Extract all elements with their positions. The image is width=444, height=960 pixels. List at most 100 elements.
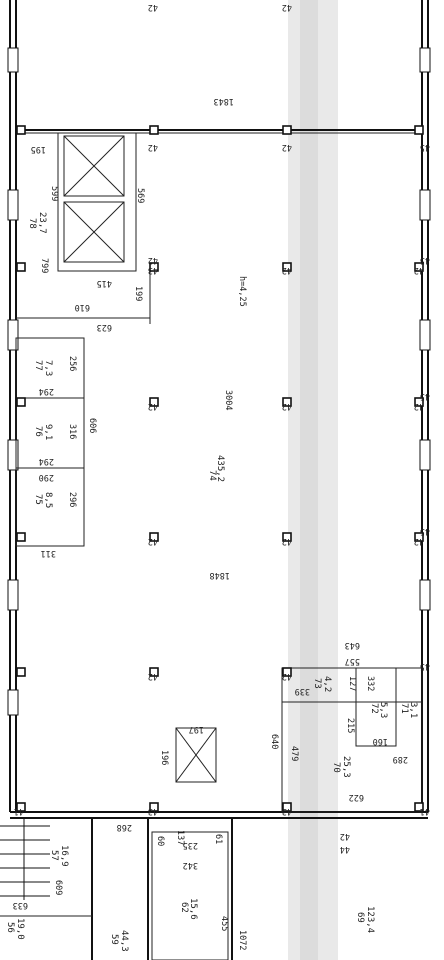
dim: 1072 bbox=[237, 930, 247, 950]
room-75-area: 8,5 bbox=[43, 492, 53, 508]
dim: 160 bbox=[373, 736, 388, 746]
column-label: 42 bbox=[148, 536, 158, 546]
dim: 215 bbox=[345, 718, 355, 733]
column-label: 45 bbox=[420, 661, 430, 671]
column-label: 42 bbox=[414, 265, 424, 275]
dim: 235 bbox=[183, 840, 198, 850]
dim: 332 bbox=[365, 676, 375, 691]
dim: 643 bbox=[345, 640, 360, 650]
room-74-number: 74 bbox=[207, 470, 217, 481]
room-77-number: 77 bbox=[33, 360, 43, 371]
room-57-number: 57 bbox=[49, 850, 59, 861]
dim: 623 bbox=[97, 322, 112, 332]
dim: 455 bbox=[219, 916, 229, 931]
dim: 199 bbox=[133, 286, 143, 301]
column-label: 42 bbox=[148, 142, 158, 152]
column-label: 42 bbox=[282, 401, 292, 411]
column-label: 42 bbox=[282, 2, 292, 12]
room-57-area: 16,9 bbox=[59, 845, 69, 867]
dim: 61 bbox=[213, 834, 223, 844]
column-label: 42 bbox=[414, 401, 424, 411]
room-56-number: 56 bbox=[5, 922, 15, 933]
dim: 339 bbox=[295, 686, 310, 696]
dim: 289 bbox=[393, 754, 408, 764]
window-marks bbox=[7, 47, 431, 716]
room-73-area: 4,2 bbox=[322, 676, 332, 692]
room-69-number: 69 bbox=[355, 912, 365, 923]
column-label: 45 bbox=[420, 255, 430, 265]
column-label: 42 bbox=[148, 401, 158, 411]
column-label: 43 bbox=[148, 265, 158, 275]
room-77-area: 7,3 bbox=[43, 360, 53, 376]
dim: 1848 bbox=[210, 570, 230, 580]
column-label: 41 bbox=[420, 806, 430, 816]
dimension-labels: 1843 195 599 569 799 415 199 610 623 256… bbox=[13, 96, 408, 950]
column-label: 42 bbox=[148, 2, 158, 12]
dim: 290 bbox=[39, 472, 54, 482]
dim: 316 bbox=[67, 424, 77, 439]
dim: 569 bbox=[135, 188, 145, 203]
column-label: 42 bbox=[340, 831, 350, 841]
room-70-number: 70 bbox=[331, 762, 341, 773]
dim: 609 bbox=[53, 880, 63, 895]
dim: 196 bbox=[159, 750, 169, 765]
column-label: 43 bbox=[148, 806, 158, 816]
dim: 633 bbox=[13, 900, 28, 910]
dim: 294 bbox=[39, 456, 54, 466]
room-74-area: 435,2 bbox=[215, 455, 225, 482]
dim: 195 bbox=[31, 144, 46, 154]
room-69-area: 123,4 bbox=[365, 906, 375, 933]
column-label: 44 bbox=[340, 844, 350, 854]
room-71-area: 3,1 bbox=[408, 702, 418, 718]
room-labels: 74 435,2 78 23,7 77 7,3 76 9,1 75 8,5 73… bbox=[5, 212, 418, 952]
column-label: 42 bbox=[148, 255, 158, 265]
column-label: 41 bbox=[14, 806, 24, 816]
dim: 127 bbox=[347, 676, 357, 691]
room-62-number: 62 bbox=[179, 902, 189, 913]
dim: 622 bbox=[349, 792, 364, 802]
column-label: 42 bbox=[282, 265, 292, 275]
room-70-area: 25,3 bbox=[341, 756, 351, 778]
room-59-area: 44,3 bbox=[119, 930, 129, 952]
dim: 415 bbox=[97, 278, 112, 288]
dim: 256 bbox=[67, 356, 77, 371]
dim: 268 bbox=[117, 822, 132, 832]
column-label: 42 bbox=[414, 536, 424, 546]
column-label: 45 bbox=[420, 526, 430, 536]
column-label: 45 bbox=[420, 142, 430, 152]
room-72-number: 72 bbox=[369, 703, 379, 714]
room-56-area: 19,0 bbox=[15, 918, 25, 940]
room-75-number: 75 bbox=[33, 494, 43, 505]
room-72-area: 5,3 bbox=[378, 702, 388, 718]
dim: 557 bbox=[345, 656, 360, 666]
dim: 296 bbox=[67, 492, 77, 507]
room-59-number: 59 bbox=[109, 934, 119, 945]
stairs bbox=[0, 818, 50, 900]
dim: 599 bbox=[49, 186, 59, 201]
dim: 3004 bbox=[223, 390, 233, 410]
room-78-number: 78 bbox=[27, 218, 37, 229]
column-label: 43 bbox=[282, 806, 292, 816]
room-76-area: 9,1 bbox=[43, 424, 53, 440]
dim: 342 bbox=[183, 860, 198, 870]
column-label: 42 bbox=[282, 142, 292, 152]
dim: 640 bbox=[269, 734, 279, 749]
room-62-area: 15,6 bbox=[188, 898, 198, 920]
room-78-area: 23,7 bbox=[37, 212, 47, 234]
dim: 479 bbox=[289, 746, 299, 761]
column-label: 42 bbox=[148, 671, 158, 681]
room-71-number: 71 bbox=[399, 703, 409, 714]
dim: 311 bbox=[41, 548, 56, 558]
dim: 610 bbox=[75, 302, 90, 312]
dim: h=4,25 bbox=[237, 276, 247, 307]
dim: 606 bbox=[87, 418, 97, 433]
dim: 137 bbox=[175, 830, 185, 845]
column-label: 42 bbox=[282, 671, 292, 681]
dim: 294 bbox=[39, 386, 54, 396]
room-76-number: 76 bbox=[33, 426, 43, 437]
dim: 197 bbox=[189, 724, 204, 734]
column-label: 42 bbox=[282, 536, 292, 546]
dim: 1843 bbox=[214, 96, 234, 106]
column-markers bbox=[16, 125, 424, 812]
